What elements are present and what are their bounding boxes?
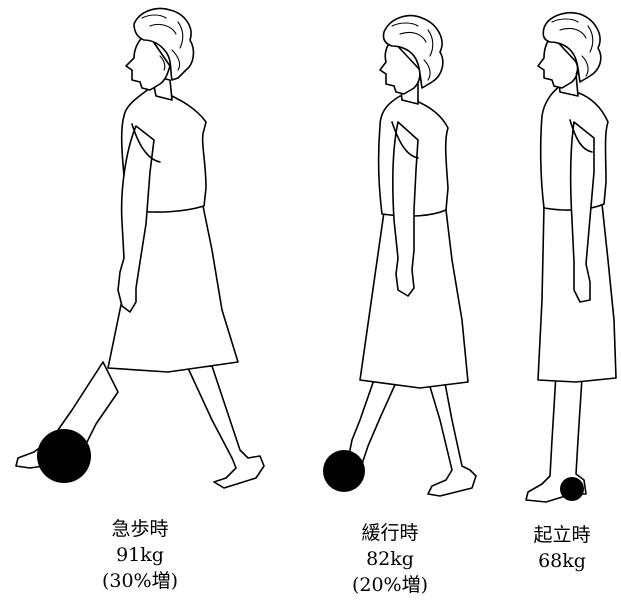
- figure-slow-walk: [323, 16, 476, 496]
- caption-load: 82kg: [330, 546, 450, 572]
- caption-label: 緩行時: [330, 520, 450, 546]
- caption-load: 68kg: [502, 548, 621, 574]
- caption-label: 起立時: [502, 522, 621, 548]
- figure-fast-walk: [16, 9, 264, 488]
- caption-increase: (20%増): [330, 572, 450, 598]
- caption-standing: 起立時 68kg: [502, 522, 621, 574]
- caption-load: 91kg: [80, 542, 200, 568]
- caption-slow-walk: 緩行時 82kg (20%増): [330, 520, 450, 598]
- caption-label: 急歩時: [80, 516, 200, 542]
- caption-increase: (30%増): [80, 568, 200, 594]
- figure-standing: [526, 13, 616, 502]
- caption-fast-walk: 急歩時 91kg (30%増): [80, 516, 200, 594]
